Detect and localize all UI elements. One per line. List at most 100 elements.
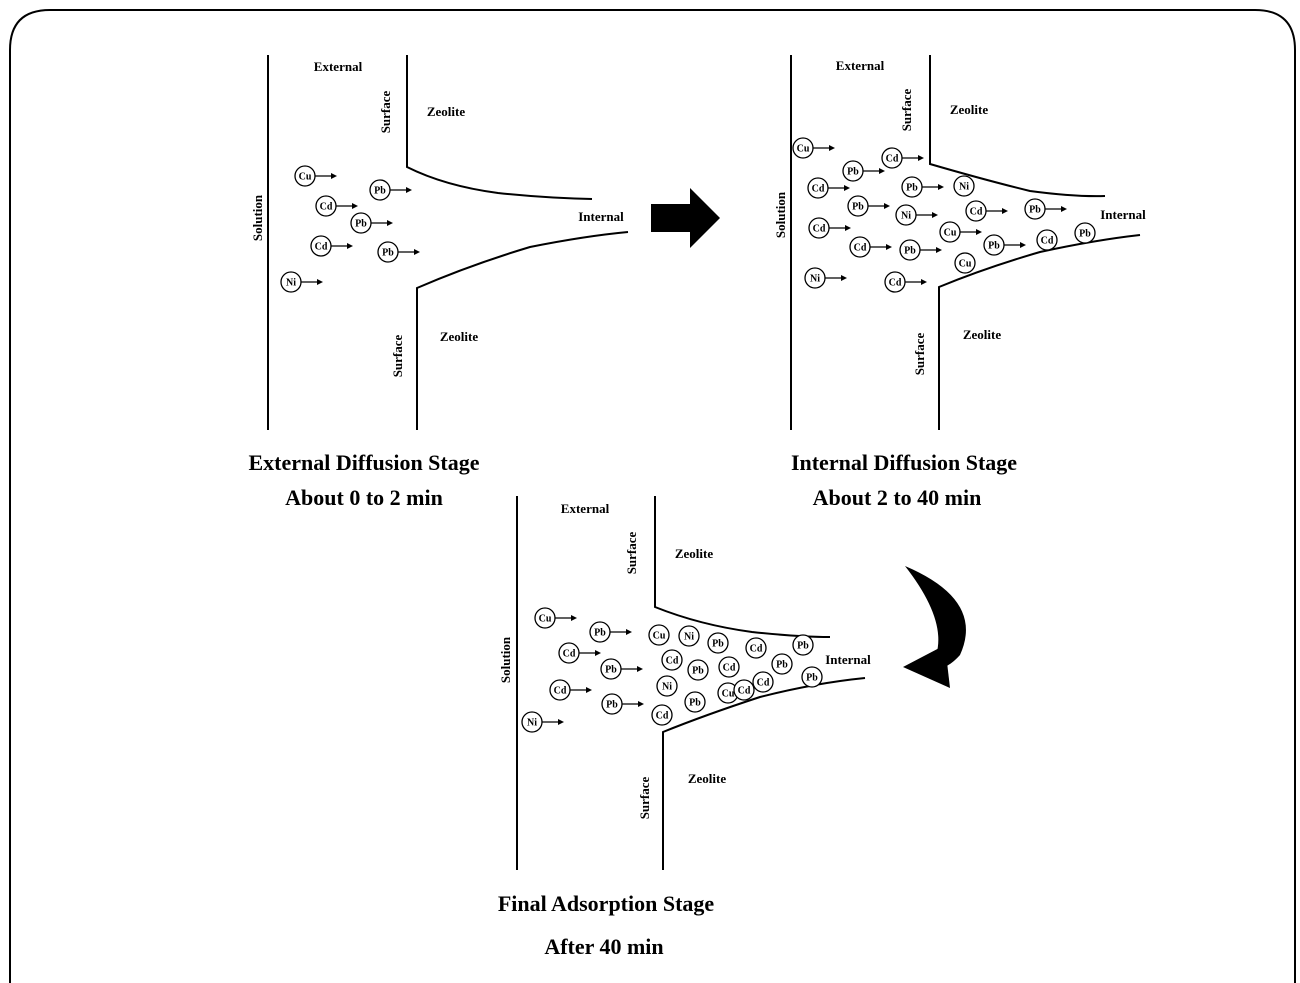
label-surface-bottom: Surface: [912, 332, 927, 375]
ion-marker: Cd: [808, 217, 851, 239]
ion-marker: Pb: [600, 658, 643, 680]
ion-label: Cd: [813, 224, 826, 235]
arrowhead-icon: [844, 185, 850, 191]
arrowhead-icon: [1002, 208, 1008, 214]
ion-marker: Cd: [884, 271, 927, 293]
ion-marker: Cu: [954, 252, 976, 274]
ion-label: Cd: [757, 678, 770, 689]
ion-marker: Pb: [1074, 222, 1096, 244]
arrowhead-icon: [932, 212, 938, 218]
label-solution: Solution: [773, 191, 788, 238]
arrowhead-icon: [976, 229, 982, 235]
label-external: External: [836, 58, 885, 73]
arrowhead-icon: [571, 615, 577, 621]
label-surface-top: Surface: [899, 88, 914, 131]
zeolite-pore-bottom-wall: [938, 234, 1141, 430]
label-internal: Internal: [825, 652, 871, 667]
ion-label: Cu: [653, 631, 666, 642]
ion-marker: Pb: [350, 212, 393, 234]
ion-marker: Cu: [939, 221, 982, 243]
ion-marker: Cd: [315, 195, 358, 217]
ion-label: Pb: [776, 660, 788, 671]
ion-circle: [678, 625, 700, 647]
label-zeolite-bottom: Zeolite: [440, 329, 478, 344]
ion-label: Cu: [299, 172, 312, 183]
ion-label: Pb: [988, 241, 1000, 252]
arrowhead-icon: [387, 220, 393, 226]
arrowhead-icon: [347, 243, 353, 249]
ion-label: Cd: [315, 242, 328, 253]
ion-label: Pb: [594, 628, 606, 639]
ion-label: Cd: [666, 656, 679, 667]
ion-label: Cd: [723, 663, 736, 674]
ion-marker: Pb: [792, 634, 814, 656]
arrowhead-icon: [626, 629, 632, 635]
ion-circle: [718, 656, 740, 678]
caption-stage-title: External Diffusion Stage: [249, 450, 480, 475]
label-zeolite-top: Zeolite: [675, 546, 713, 561]
arrowhead-icon: [414, 249, 420, 255]
ion-circle: [953, 175, 975, 197]
ion-label: Pb: [606, 700, 618, 711]
arrowhead-icon: [586, 687, 592, 693]
ion-label: Pb: [712, 639, 724, 650]
ion-circle: [656, 675, 678, 697]
ion-label: Cd: [320, 202, 333, 213]
ion-marker: Cu: [792, 137, 835, 159]
ion-label: Pb: [382, 248, 394, 259]
ion-marker: Pb: [983, 234, 1026, 256]
ion-label: Ni: [286, 278, 296, 289]
outer-frame: [9, 9, 1296, 983]
arrowhead-icon: [331, 173, 337, 179]
ion-label: Pb: [852, 202, 864, 213]
label-internal: Internal: [578, 209, 624, 224]
panel-internal-diffusion: External Surface Zeolite Solution Intern…: [773, 55, 1146, 510]
ion-marker: Pb: [687, 659, 709, 681]
ion-marker: Pb: [684, 691, 706, 713]
label-zeolite-top: Zeolite: [950, 102, 988, 117]
ion-circle: [707, 632, 729, 654]
ion-label: Pb: [605, 665, 617, 676]
ion-marker: Pb: [377, 241, 420, 263]
ion-label: Cu: [944, 228, 957, 239]
caption-stage-time: After 40 min: [544, 934, 663, 959]
ion-marker: Cd: [745, 637, 767, 659]
ion-label: Ni: [684, 632, 694, 643]
ion-label: Cd: [886, 154, 899, 165]
arrowhead-icon: [1061, 206, 1067, 212]
ion-label: Pb: [906, 183, 918, 194]
ion-label: Cu: [722, 689, 735, 700]
ion-circle: [684, 691, 706, 713]
ion-label: Ni: [662, 682, 672, 693]
ion-marker: Cd: [881, 147, 924, 169]
arrowhead-icon: [1020, 242, 1026, 248]
caption-stage-time: About 0 to 2 min: [285, 485, 443, 510]
ion-label: Cd: [554, 686, 567, 697]
ion-marker: Cd: [651, 704, 673, 726]
ion-label: Cu: [539, 614, 552, 625]
ion-marker: Ni: [678, 625, 700, 647]
zeolite-pore-bottom-wall: [662, 677, 866, 870]
label-solution: Solution: [498, 636, 513, 683]
arrowhead-icon: [921, 279, 927, 285]
zeolite-pore-bottom-wall: [416, 231, 629, 430]
ion-circle: [801, 666, 823, 688]
ion-label: Cd: [970, 207, 983, 218]
ion-label: Cd: [738, 686, 751, 697]
ion-circle: [745, 637, 767, 659]
ion-marker: Cd: [849, 236, 892, 258]
arrowhead-icon: [884, 203, 890, 209]
ion-marker: Ni: [804, 267, 847, 289]
ion-label: Pb: [374, 186, 386, 197]
ion-marker: Pb: [842, 160, 885, 182]
label-internal: Internal: [1100, 207, 1146, 222]
label-zeolite-top: Zeolite: [427, 104, 465, 119]
ion-circle: [661, 649, 683, 671]
ion-marker: Cd: [807, 177, 850, 199]
panel-final-adsorption: External Surface Zeolite Solution Intern…: [498, 496, 871, 959]
ion-label: Ni: [959, 182, 969, 193]
caption-stage-time: About 2 to 40 min: [813, 485, 982, 510]
ion-circle: [752, 671, 774, 693]
right-arrow-icon: [651, 188, 720, 248]
